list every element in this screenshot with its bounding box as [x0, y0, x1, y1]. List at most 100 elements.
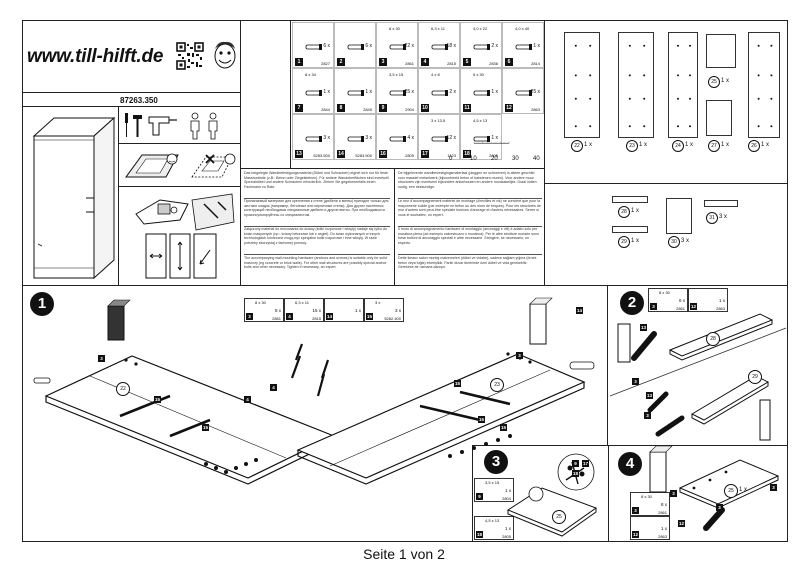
hardware-part-icon	[389, 90, 406, 96]
divider-col1-inner	[118, 106, 119, 285]
part-number-badge: 8	[337, 104, 345, 112]
note-paragraph: Das beigelegte Wandbefestigungsmaterial …	[244, 171, 389, 189]
part-code: 2861	[658, 510, 667, 515]
panel-number: 25	[708, 76, 720, 88]
divider-col1	[240, 20, 242, 285]
note-separator	[398, 254, 542, 255]
part-code: 2814	[531, 61, 540, 66]
hardware-part-icon	[305, 136, 322, 142]
part-number-badge: 5	[463, 58, 471, 66]
furniture-panel	[706, 34, 736, 68]
part-code: 2827	[321, 61, 330, 66]
instruction-sheet	[22, 20, 788, 542]
hardware-part-icon	[431, 90, 448, 96]
part-number-badge: 10	[421, 104, 429, 112]
part-size: 6,3 x 11	[295, 300, 309, 305]
ruler-tick-label: 0	[449, 156, 453, 162]
part-size: 8 x 30	[659, 290, 670, 295]
callout-badge: 15	[454, 380, 461, 387]
callout-badge: 3	[716, 504, 723, 511]
hardware-part-icon	[389, 44, 406, 50]
furniture-panel	[564, 32, 600, 138]
part-size: 4,5 x 13	[485, 518, 500, 523]
part-size: 6,3 x 11	[431, 26, 445, 31]
note-paragraph: The accompanying wall mounting hardware …	[244, 256, 387, 270]
part-code: 2836	[489, 61, 498, 66]
furniture-panel	[666, 198, 692, 234]
callout-badge: 17	[582, 460, 589, 467]
callout-badge: 12	[678, 520, 685, 527]
hardware-part-icon	[305, 44, 322, 50]
part-number-badge: 18	[476, 531, 483, 538]
part-code: 5283.500	[313, 153, 330, 158]
part-quantity: 1 x	[491, 135, 498, 141]
step-2-illustration	[609, 313, 787, 441]
part-size: 8 x 30	[255, 300, 266, 305]
callout-badge: 15	[154, 396, 161, 403]
callout-badge: 15	[500, 424, 507, 431]
furniture-panel	[612, 226, 648, 233]
hardware-part-icon	[473, 136, 490, 142]
divider-top-band	[22, 285, 788, 287]
panel-quantity: 1 x	[639, 142, 648, 148]
part-number-badge: 3	[246, 313, 253, 320]
divider-step3-top	[472, 445, 788, 447]
callout-circle: 29	[748, 370, 762, 384]
part-quantity: 1 x	[323, 89, 330, 95]
part-quantity: 1 x	[365, 89, 372, 95]
qr-code-icon	[176, 42, 204, 70]
part-quantity: 25 x	[404, 89, 414, 95]
divider-col1-mid	[118, 186, 240, 187]
part-number-badge: 1	[295, 58, 303, 66]
panel-number: 24	[672, 140, 684, 152]
callout-badge: 18	[572, 470, 579, 477]
part-size: 5 x 30	[473, 72, 484, 77]
furniture-panel	[706, 100, 732, 136]
part-size: 8 x 34	[305, 72, 316, 77]
part-number-badge: 14	[326, 313, 333, 320]
panel-number: 22	[571, 140, 583, 152]
callout-badge: 13	[640, 324, 647, 331]
furniture-panel	[704, 200, 738, 207]
hammer-icon	[133, 115, 142, 137]
part-size: 4,0 x 40	[515, 26, 530, 31]
callout-badge: 3	[770, 484, 777, 491]
part-code: 5283.500	[355, 153, 372, 158]
article-number: 87263.350	[120, 96, 158, 105]
part-code: 2861	[676, 306, 685, 311]
part-quantity: 18 x	[446, 43, 456, 49]
part-quantity: 2 x	[449, 89, 456, 95]
panel-quantity: 1 x	[721, 78, 730, 84]
callout-badge: 3	[516, 352, 523, 359]
measurement-ruler	[473, 141, 510, 144]
callout-badge: 15	[202, 424, 209, 431]
step-hardware-cell: 14 1 x	[324, 298, 364, 322]
part-quantity: 3 x	[323, 135, 330, 141]
part-code: 2844	[321, 107, 330, 112]
callout-badge: 3	[98, 355, 105, 362]
divider-col2-top	[290, 20, 291, 168]
divider-step1-right	[607, 285, 609, 445]
note-paragraph: Załączony materiał do mocowania do ścian…	[244, 227, 387, 245]
panel-quantity: 1 x	[631, 208, 640, 214]
note-paragraph: Dette ikeaux salon montaj malzemeleri (d…	[398, 256, 537, 270]
step-1-badge: 1	[30, 292, 54, 316]
part-quantity: 1 x	[354, 308, 361, 313]
part-quantity: 3 x	[394, 308, 401, 313]
callout-badge: 9	[572, 460, 579, 467]
person-icon	[190, 112, 200, 140]
part-code: 5282.400	[384, 316, 401, 321]
part-quantity: 4 x	[407, 135, 414, 141]
